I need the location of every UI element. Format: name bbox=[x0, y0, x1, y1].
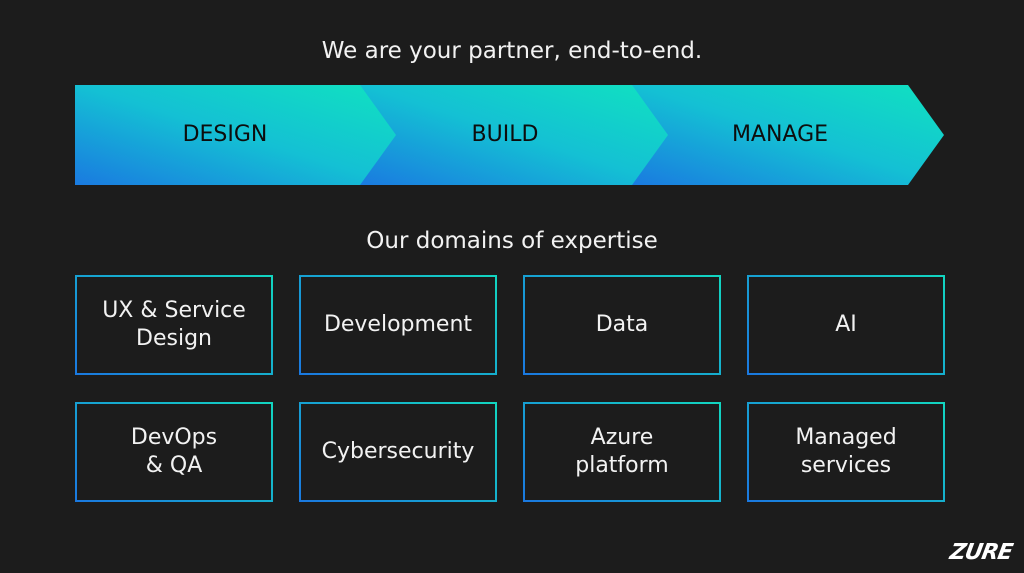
domain-managed-services: Managed services bbox=[747, 402, 945, 502]
stage-manage-shape bbox=[632, 85, 944, 185]
domain-ai: AI bbox=[747, 275, 945, 375]
stage-build: BUILD bbox=[471, 122, 539, 147]
domain-cybersecurity: Cybersecurity bbox=[299, 402, 497, 502]
domain-data: Data bbox=[523, 275, 721, 375]
stage-design: DESIGN bbox=[182, 122, 268, 147]
domains-heading: Our domains of expertise bbox=[366, 228, 658, 254]
domain-devops-qa: DevOps & QA bbox=[75, 402, 273, 502]
domain-development: Development bbox=[299, 275, 497, 375]
stage-build-shape bbox=[360, 85, 668, 185]
stage-manage: MANAGE bbox=[731, 122, 829, 147]
domain-ux-service-design: UX & Service Design bbox=[75, 275, 273, 375]
process-arrow bbox=[75, 85, 944, 185]
zure-logo: ZURE bbox=[947, 540, 1015, 565]
stage-design-shape bbox=[75, 85, 396, 185]
domain-azure-platform: Azure platform bbox=[523, 402, 721, 502]
page-heading: We are your partner, end-to-end. bbox=[321, 38, 703, 64]
